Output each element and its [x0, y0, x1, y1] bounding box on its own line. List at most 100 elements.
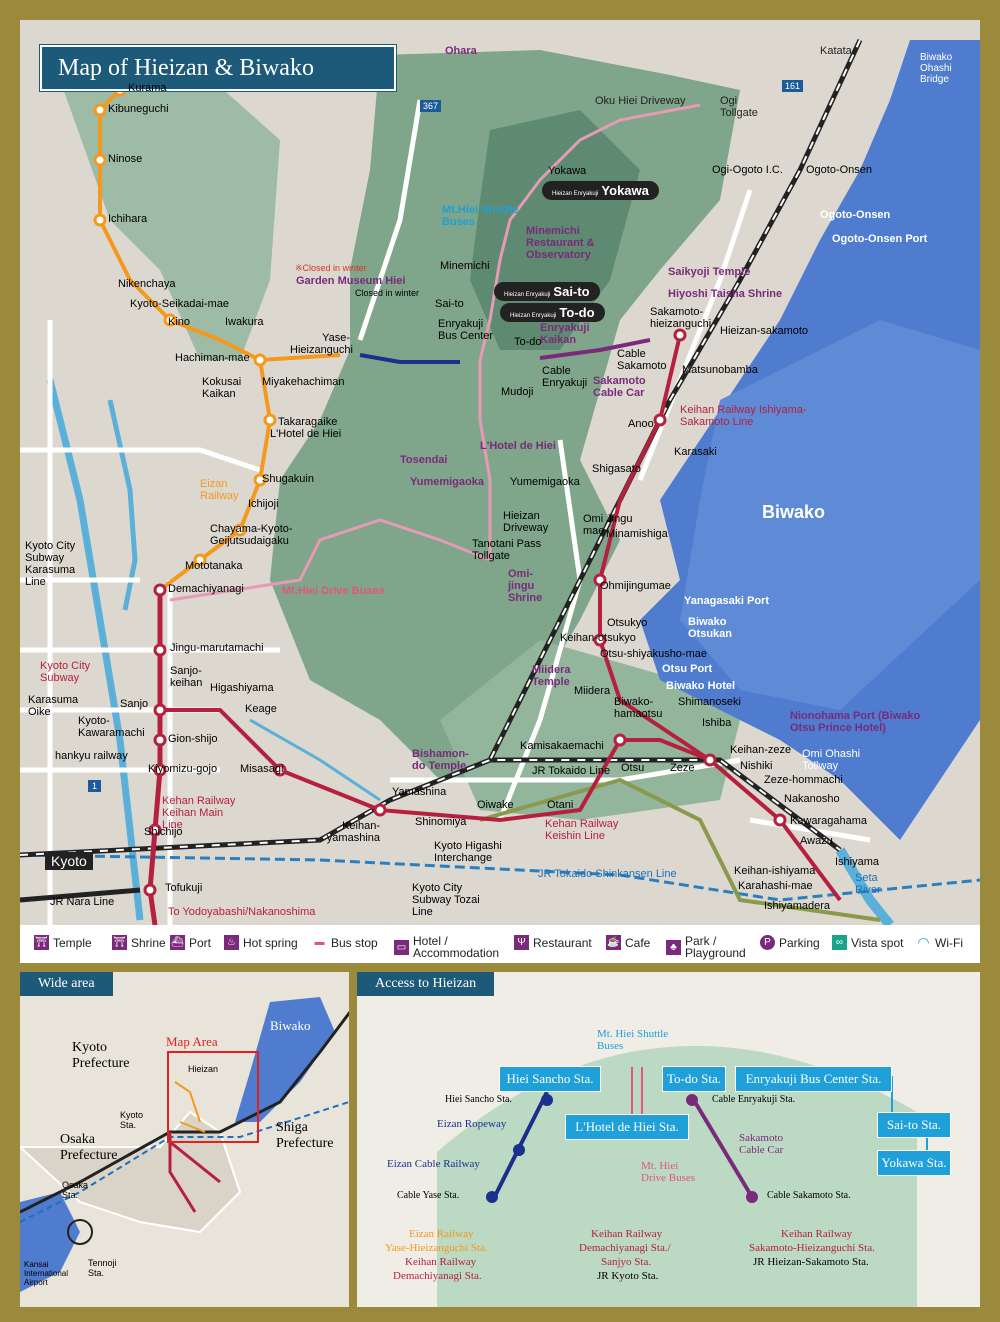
label-ohashi-bridge: Biwako Ohashi Bridge — [920, 52, 953, 85]
keihan-main-line — [147, 590, 163, 925]
label-omijingu-shrine: Omi-jingu Shrine — [508, 568, 543, 604]
label-keihan-ishiyama-st: Keihan-ishiyama — [734, 865, 816, 877]
wide-osaka-sta: Osaka Sta. — [62, 1180, 89, 1200]
label-kyoto-city-subway: Kyoto City Subway — [40, 660, 91, 684]
access-todo-box: To-do Sta. — [662, 1066, 726, 1092]
label-nakanosho: Nakanosho — [784, 793, 840, 805]
wide-eizan — [174, 1081, 206, 1133]
park-icon: ♣ — [666, 939, 681, 955]
label-hachiman: Hachiman-mae — [175, 352, 250, 364]
label-keihan-zeze: Keihan-zeze — [730, 744, 792, 756]
label-kiyomizu: Kiyomizu-gojo — [148, 763, 218, 775]
label-biwako-hotel: Biwako Hotel — [666, 680, 736, 692]
label-cable-enryakuji: Cable Enryakuji — [542, 365, 588, 389]
lake-biwako-light — [680, 320, 980, 710]
eizan-dots — [93, 83, 277, 567]
access-eizan-rw3: Keihan Railway — [405, 1256, 477, 1268]
access-keihan-mid3: Sanjyo Sta. — [601, 1256, 652, 1268]
label-katata: Katata — [820, 45, 852, 57]
drive-bus-route — [169, 103, 701, 602]
label-minemichi: Minemichi — [440, 260, 490, 272]
label-ichijoji: Ichijoji — [248, 498, 279, 510]
label-sakamoto-hiei: Sakamoto-hieizanguchi — [650, 306, 712, 330]
label-biwako-hamaotsu: Biwako-hamaotsu — [614, 696, 663, 720]
label-nishiki: Nishiki — [740, 760, 773, 772]
label-kyoto-higashi: Kyoto Higashi Interchange — [434, 840, 502, 864]
label-tosendai: Tosendai — [400, 454, 448, 466]
access-cable-enryakuji: Cable Enryakuji Sta. — [712, 1094, 796, 1105]
label-kamisakae: Kamisakaemachi — [520, 740, 604, 752]
label-kurama: Kurama — [128, 82, 167, 94]
label-shugakuin: Shugakuin — [262, 473, 314, 485]
legend-shrine: ⛩Shrine — [112, 935, 166, 950]
label-shimanoseki: Shimanoseki — [678, 696, 741, 708]
label-ogi-ogoto: Ogi-Ogoto I.C. — [712, 164, 783, 176]
label-yase: Yase-Hieizanguchi — [290, 332, 353, 356]
station-dots — [143, 328, 787, 897]
cafe-icon: ☕ — [606, 935, 621, 950]
label-ishiyamadera: Ishiyamadera — [764, 900, 831, 912]
access-mountain — [437, 1045, 917, 1307]
wide-keihan — [168, 1132, 221, 1213]
label-kyoto-kawaramachi: Kyoto-Kawaramachi — [78, 715, 145, 739]
label-hiei-driveway: Hieizan Driveway — [503, 510, 549, 534]
takano-river — [107, 399, 138, 611]
access-eizan-rw4: Demachiyanagi Sta. — [393, 1270, 482, 1282]
label-kibuneguchi: Kibuneguchi — [108, 103, 169, 115]
restaurant-icon: Ψ — [514, 935, 529, 950]
wide-kyoto-pref: Kyoto Prefecture — [72, 1040, 130, 1071]
label-takaragaike: Takaragaike — [278, 416, 338, 428]
label-minamishiga: Minamishiga — [606, 528, 668, 540]
label-kokusai: Kokusai Kaikan — [202, 376, 242, 400]
label-shinomiya: Shinomiya — [415, 816, 467, 828]
label-hankyu: hankyu railway — [55, 750, 128, 762]
label-ninose: Ninose — [108, 153, 143, 165]
label-kyoto-seika: Kyoto-Seikadai-mae — [130, 298, 230, 310]
label-otsu-port: Otsu Port — [662, 663, 713, 675]
label-hieizan-sakamoto: Hieizan-sakamoto — [720, 325, 809, 337]
label-karasuma-line: Kyoto City Subway Karasuma Line — [25, 540, 76, 588]
label-tofukuji: Tofukuji — [165, 882, 203, 894]
biwako-canal — [249, 718, 381, 802]
legend-park: ♣Park / Playground — [666, 935, 746, 959]
sakamoto-cable-line — [539, 338, 651, 360]
access-enryakuji-box: Enryakuji Bus Center Sta. — [735, 1066, 892, 1092]
label-seta: Seta River — [855, 872, 881, 896]
label-jr-nara: JR Nara Line — [50, 896, 115, 908]
wifi-icon: ◠ — [917, 934, 930, 950]
label-garden-museum: Garden Museum Hiei — [296, 275, 406, 287]
label-yokawa: Yokawa — [548, 165, 587, 177]
label-oku-hiei: Oku Hiei Driveway — [595, 95, 686, 107]
label-biwako-otsukan: Biwako Otsukan — [688, 616, 733, 640]
label-ishiyama: Ishiyama — [835, 856, 880, 868]
saito-station-box: Hieizan Enryakuji Sai-to — [494, 282, 600, 301]
access-tag: Access to Hieizan — [357, 972, 495, 996]
label-minemichi-rest: Minemichi Restaurant & Observatory — [526, 225, 595, 261]
label-sakamoto-cable-car: Sakamoto Cable Car — [593, 375, 646, 399]
label-sanjo-keihan: Sanjo-keihan — [170, 665, 203, 689]
label-keihan-otsukyo: Keihan-otsukyo — [560, 632, 636, 644]
label-zeze-hommachi: Zeze-hommachi — [764, 774, 843, 786]
access-eizan-rw2: Yase-Hieizanguchi Sta. — [385, 1242, 488, 1254]
port-icon: ⛴ — [170, 935, 185, 950]
meishin-expressway — [479, 777, 881, 922]
label-miidera: Miidera — [574, 685, 611, 697]
hot-spring-icon: ♨ — [224, 935, 239, 950]
label-jr-tokaido: JR Tokaido Line — [532, 765, 611, 777]
yokawa-station-box: Hieizan Enryakuji Yokawa — [542, 181, 659, 200]
label-ichihara: Ichihara — [108, 213, 148, 225]
seta-river — [835, 847, 894, 925]
label-yamashina: Yamashina — [392, 786, 447, 798]
legend-hot-spring: ♨Hot spring — [224, 935, 298, 950]
label-kehan-keishin: Kehan Railway Keishin Line — [545, 818, 619, 842]
access-bus-line — [631, 1067, 643, 1122]
label-closed-winter: Closed in winter — [355, 288, 420, 298]
legend-port: ⛴Port — [170, 935, 212, 950]
legend-temple: ⛩Temple — [34, 935, 92, 950]
wide-lake-biwako — [235, 997, 335, 1122]
access-hiei-sancho-small: Hiei Sancho Sta. — [445, 1094, 512, 1105]
legend-vista: ∞Vista spot — [832, 935, 903, 950]
access-keihan-r3: JR Hieizan-Sakamoto Sta. — [753, 1256, 869, 1268]
access-keihan-r1: Keihan Railway — [781, 1228, 853, 1240]
